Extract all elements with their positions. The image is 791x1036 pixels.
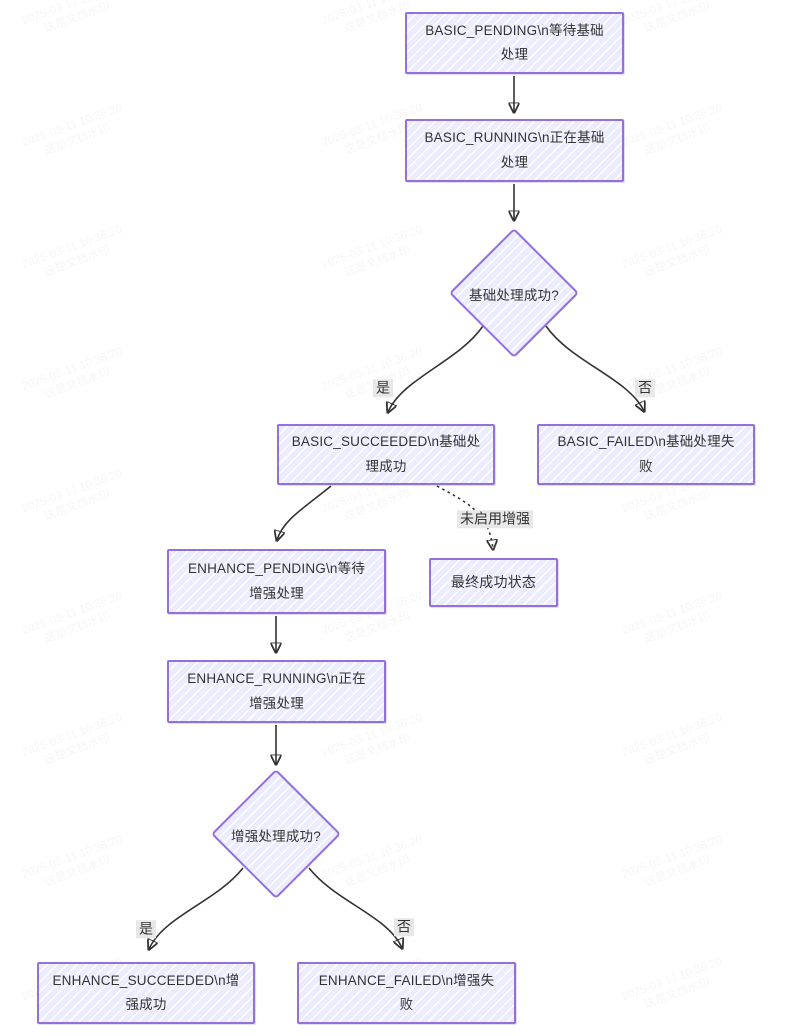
node-enhance-pending: ENHANCE_PENDING\n等待 增强处理 xyxy=(167,549,386,614)
node-label-line: 败 xyxy=(639,458,653,474)
node-final-success: 最终成功状态 xyxy=(429,558,558,607)
node-enhance-failed: ENHANCE_FAILED\n增强失 败 xyxy=(297,962,516,1024)
node-label-line: ENHANCE_PENDING\n等待 xyxy=(187,561,366,577)
node-label-line: 增强处理 xyxy=(249,695,304,711)
node-label-line: BASIC_SUCCEEDED\n基础处 xyxy=(291,434,481,450)
edge-label-yes-enhance: 是 xyxy=(136,920,156,938)
node-label-line: BASIC_RUNNING\n正在基础 xyxy=(424,130,605,146)
node-label-line: 理成功 xyxy=(365,458,407,474)
edge-label-yes-basic: 是 xyxy=(373,379,393,397)
node-basic-pending: BASIC_PENDING\n等待基础 处理 xyxy=(405,12,624,74)
edge-label-no-basic: 否 xyxy=(635,379,655,397)
node-label-line: 处理 xyxy=(500,47,529,62)
edge-label-not-enabled: 未启用增强 xyxy=(457,510,533,528)
edge-decision2-yes-to-succeeded xyxy=(149,867,244,949)
node-basic-failed: BASIC_FAILED\n基础处理失 败 xyxy=(537,424,755,485)
node-label-line: BASIC_FAILED\n基础处理失 xyxy=(557,434,735,450)
node-decision-enhance-label: 增强处理成功? xyxy=(231,829,321,844)
node-label-line: ENHANCE_RUNNING\n正在 xyxy=(187,671,366,687)
edge-decision-no-to-failed xyxy=(545,325,644,411)
edge-succeeded-to-final-dotted xyxy=(436,485,493,549)
edge-succeeded-to-enhance-pending xyxy=(277,485,332,540)
edge-label-no-enhance: 否 xyxy=(394,918,414,936)
edge-decision2-no-to-failed xyxy=(308,867,402,948)
node-label-line: 处理 xyxy=(500,154,529,170)
node-label-line: 最终成功状态 xyxy=(450,573,537,590)
node-basic-succeeded: BASIC_SUCCEEDED\n基础处 理成功 xyxy=(277,424,495,485)
node-label-line: ENHANCE_SUCCEEDED\n增 xyxy=(52,972,240,988)
node-label-line: 增强处理 xyxy=(249,585,304,601)
node-label-line: 败 xyxy=(399,997,414,1012)
node-label-line: ENHANCE_FAILED\n增强失 xyxy=(318,972,495,988)
node-label-line: 强成功 xyxy=(125,997,167,1012)
node-label-line: BASIC_PENDING\n等待基础 xyxy=(425,22,604,38)
node-enhance-succeeded: ENHANCE_SUCCEEDED\n增 强成功 xyxy=(37,962,255,1024)
edge-decision-yes-to-succeeded xyxy=(388,325,484,412)
node-decision-basic-label: 基础处理成功? xyxy=(469,288,559,303)
node-enhance-running: ENHANCE_RUNNING\n正在 增强处理 xyxy=(167,660,386,723)
node-basic-running: BASIC_RUNNING\n正在基础 处理 xyxy=(405,119,624,182)
